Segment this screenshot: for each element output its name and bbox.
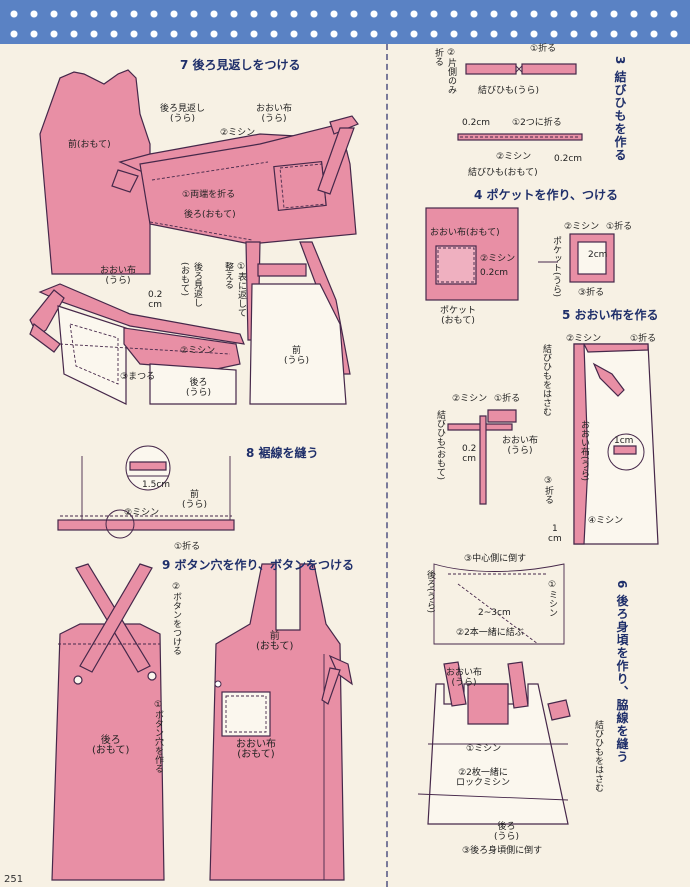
step5-sew2-label: ②ミシン <box>452 394 488 404</box>
step5-title: 5 おおい布を作る <box>562 308 659 322</box>
step7-front-label: 前(おもて) <box>68 140 111 150</box>
step7-turn-label: ①表に返して 整える <box>223 262 246 317</box>
step4-diagram <box>425 207 615 301</box>
step4-fold3-label: ③折る <box>578 288 605 298</box>
step6-fold-back-label: ③後ろ身頃側に倒す <box>462 846 543 856</box>
step6-dim-label: 2~3cm <box>478 608 511 618</box>
step9-front-label: 前 (おもて) <box>256 631 294 652</box>
step7-back-outer-label: 後ろ(おもて) <box>184 210 236 220</box>
step8-sew-label: ②ミシン <box>124 508 160 518</box>
step6-sew1b-label: ①ミシン <box>466 744 502 754</box>
step9-front-diagram <box>209 563 353 881</box>
step4-pocket-label: ポケット (おもて) <box>440 306 477 326</box>
step6-tie-insert-label: 結びひもをはさむ <box>593 720 603 792</box>
step6-title: 6 後ろ身頃を作り、脇線を縫う <box>615 580 629 764</box>
step6-back2-label: 後ろ (うら) <box>494 822 520 842</box>
step5-1cm2-label: 1 cm <box>548 524 562 544</box>
step4-cover-label: おおい布(おもて) <box>430 228 500 238</box>
step8-title: 8 裾線を縫う <box>246 446 319 460</box>
step7-diagram-b <box>29 241 351 405</box>
step9-title: 9 ボタン穴を作り、ボタンをつける <box>162 558 355 572</box>
step4-fold-label: ①折る <box>606 222 633 232</box>
step6-center-label: ③中心側に倒す <box>464 554 527 564</box>
step5-fold3-label: ③折る <box>543 476 553 504</box>
step6-sew1-label: ①ミシン <box>547 580 557 617</box>
left-diagrams <box>29 69 359 881</box>
step3-dim1-label: 0.2cm <box>462 118 491 128</box>
column-divider <box>386 44 388 887</box>
step5-fold1b-label: ①折る <box>494 394 521 404</box>
step7-matsuru-label: ③まつる <box>120 372 156 382</box>
step5-diagram <box>447 343 659 545</box>
step3-tie-back-label: 結びひも(うら) <box>478 86 540 96</box>
step3-sew-label: ②ミシン <box>496 152 532 162</box>
step5-sew-label: ②ミシン <box>566 334 602 344</box>
step7-diagram-a <box>39 69 359 275</box>
step9-hole-label: ①ボタン穴を作る <box>153 700 163 773</box>
step7-fold-label: ①両端を折る <box>182 190 236 200</box>
step8-diagram <box>57 445 235 539</box>
step3-diagram <box>457 63 583 141</box>
page-number: 251 <box>4 874 24 885</box>
step4-sew-label: ②ミシン <box>480 254 516 264</box>
step6-back-label: 後ろ(うら) <box>425 570 435 614</box>
step4-title: 4 ポケットを作り、つける <box>474 188 619 202</box>
step5-fold-label: ①折る <box>630 334 657 344</box>
polka-dot-header-band <box>0 0 690 44</box>
step7-cover-label: おおい布 (うら) <box>256 104 293 124</box>
step7-sew-label: ②ミシン <box>220 128 256 138</box>
step8-fold-label: ①折る <box>174 542 201 552</box>
step5-cover-v-label: おおい布(うら) <box>579 420 589 482</box>
step5-cover-label: おおい布 (うら) <box>502 436 539 456</box>
step4-sew2-label: ②ミシン <box>564 222 600 232</box>
step3-tie-front-label: 結びひも(おもて) <box>468 168 538 178</box>
step7-title: 7 後ろ見返しをつける <box>180 58 301 72</box>
step4-dim2-label: 2cm <box>588 250 608 260</box>
step7-dim-label: 0.2 cm <box>148 290 163 310</box>
step5-tie-front-label: 結びひも(おもて) <box>435 410 445 481</box>
step6-diagram <box>417 563 571 825</box>
step5-dim-label: 0.2 cm <box>462 444 477 464</box>
step7-back-back-label: 後ろ (うら) <box>186 378 212 398</box>
step9-button-label: ②ボタンをつける <box>171 582 181 655</box>
step8-dim-label: 1.5cm <box>142 480 171 490</box>
step4-dim-label: 0.2cm <box>480 268 509 278</box>
step5-tie-insert-label: 結びひもをはさむ <box>541 344 551 416</box>
step3-fold1-label: ①折る <box>530 44 557 54</box>
step7-cover2-label: おおい布 (うら) <box>100 266 137 286</box>
step4-pocket-back-label: ポケット(うら) <box>551 236 561 298</box>
step3-one-side-label: ②片側のみ 折る <box>433 48 456 94</box>
step6-lock-label: ②2枚一緒に ロックミシン <box>456 768 511 788</box>
step5-1cm-label: 1cm <box>614 436 634 446</box>
step3-dim2-label: 0.2cm <box>554 154 583 164</box>
step7-sew2-label: ②ミシン <box>180 346 216 356</box>
step7-back-facing-label: 後ろ見返し (うら) <box>160 104 206 124</box>
step8-front-label: 前 (うら) <box>182 490 208 510</box>
step9-back-diagram <box>51 563 165 881</box>
right-diagrams <box>417 63 659 825</box>
step6-tie-two-label: ②2本一緒に結ぶ <box>456 628 524 638</box>
step3-fold2-label: ①2つに折る <box>512 118 562 128</box>
step3-title: 3 結びひもを作る <box>613 56 627 162</box>
step7-front-back-label: 前 (うら) <box>284 346 310 366</box>
step7-facing2-label: 後ろ見返し (おもて) <box>179 262 202 307</box>
step9-cover-label: おおい布 (おもて) <box>236 739 276 760</box>
step5-sew4-label: ④ミシン <box>588 516 624 526</box>
step6-cover-label: おおい布 (うら) <box>446 668 483 688</box>
step9-back-label: 後ろ (おもて) <box>92 735 130 756</box>
